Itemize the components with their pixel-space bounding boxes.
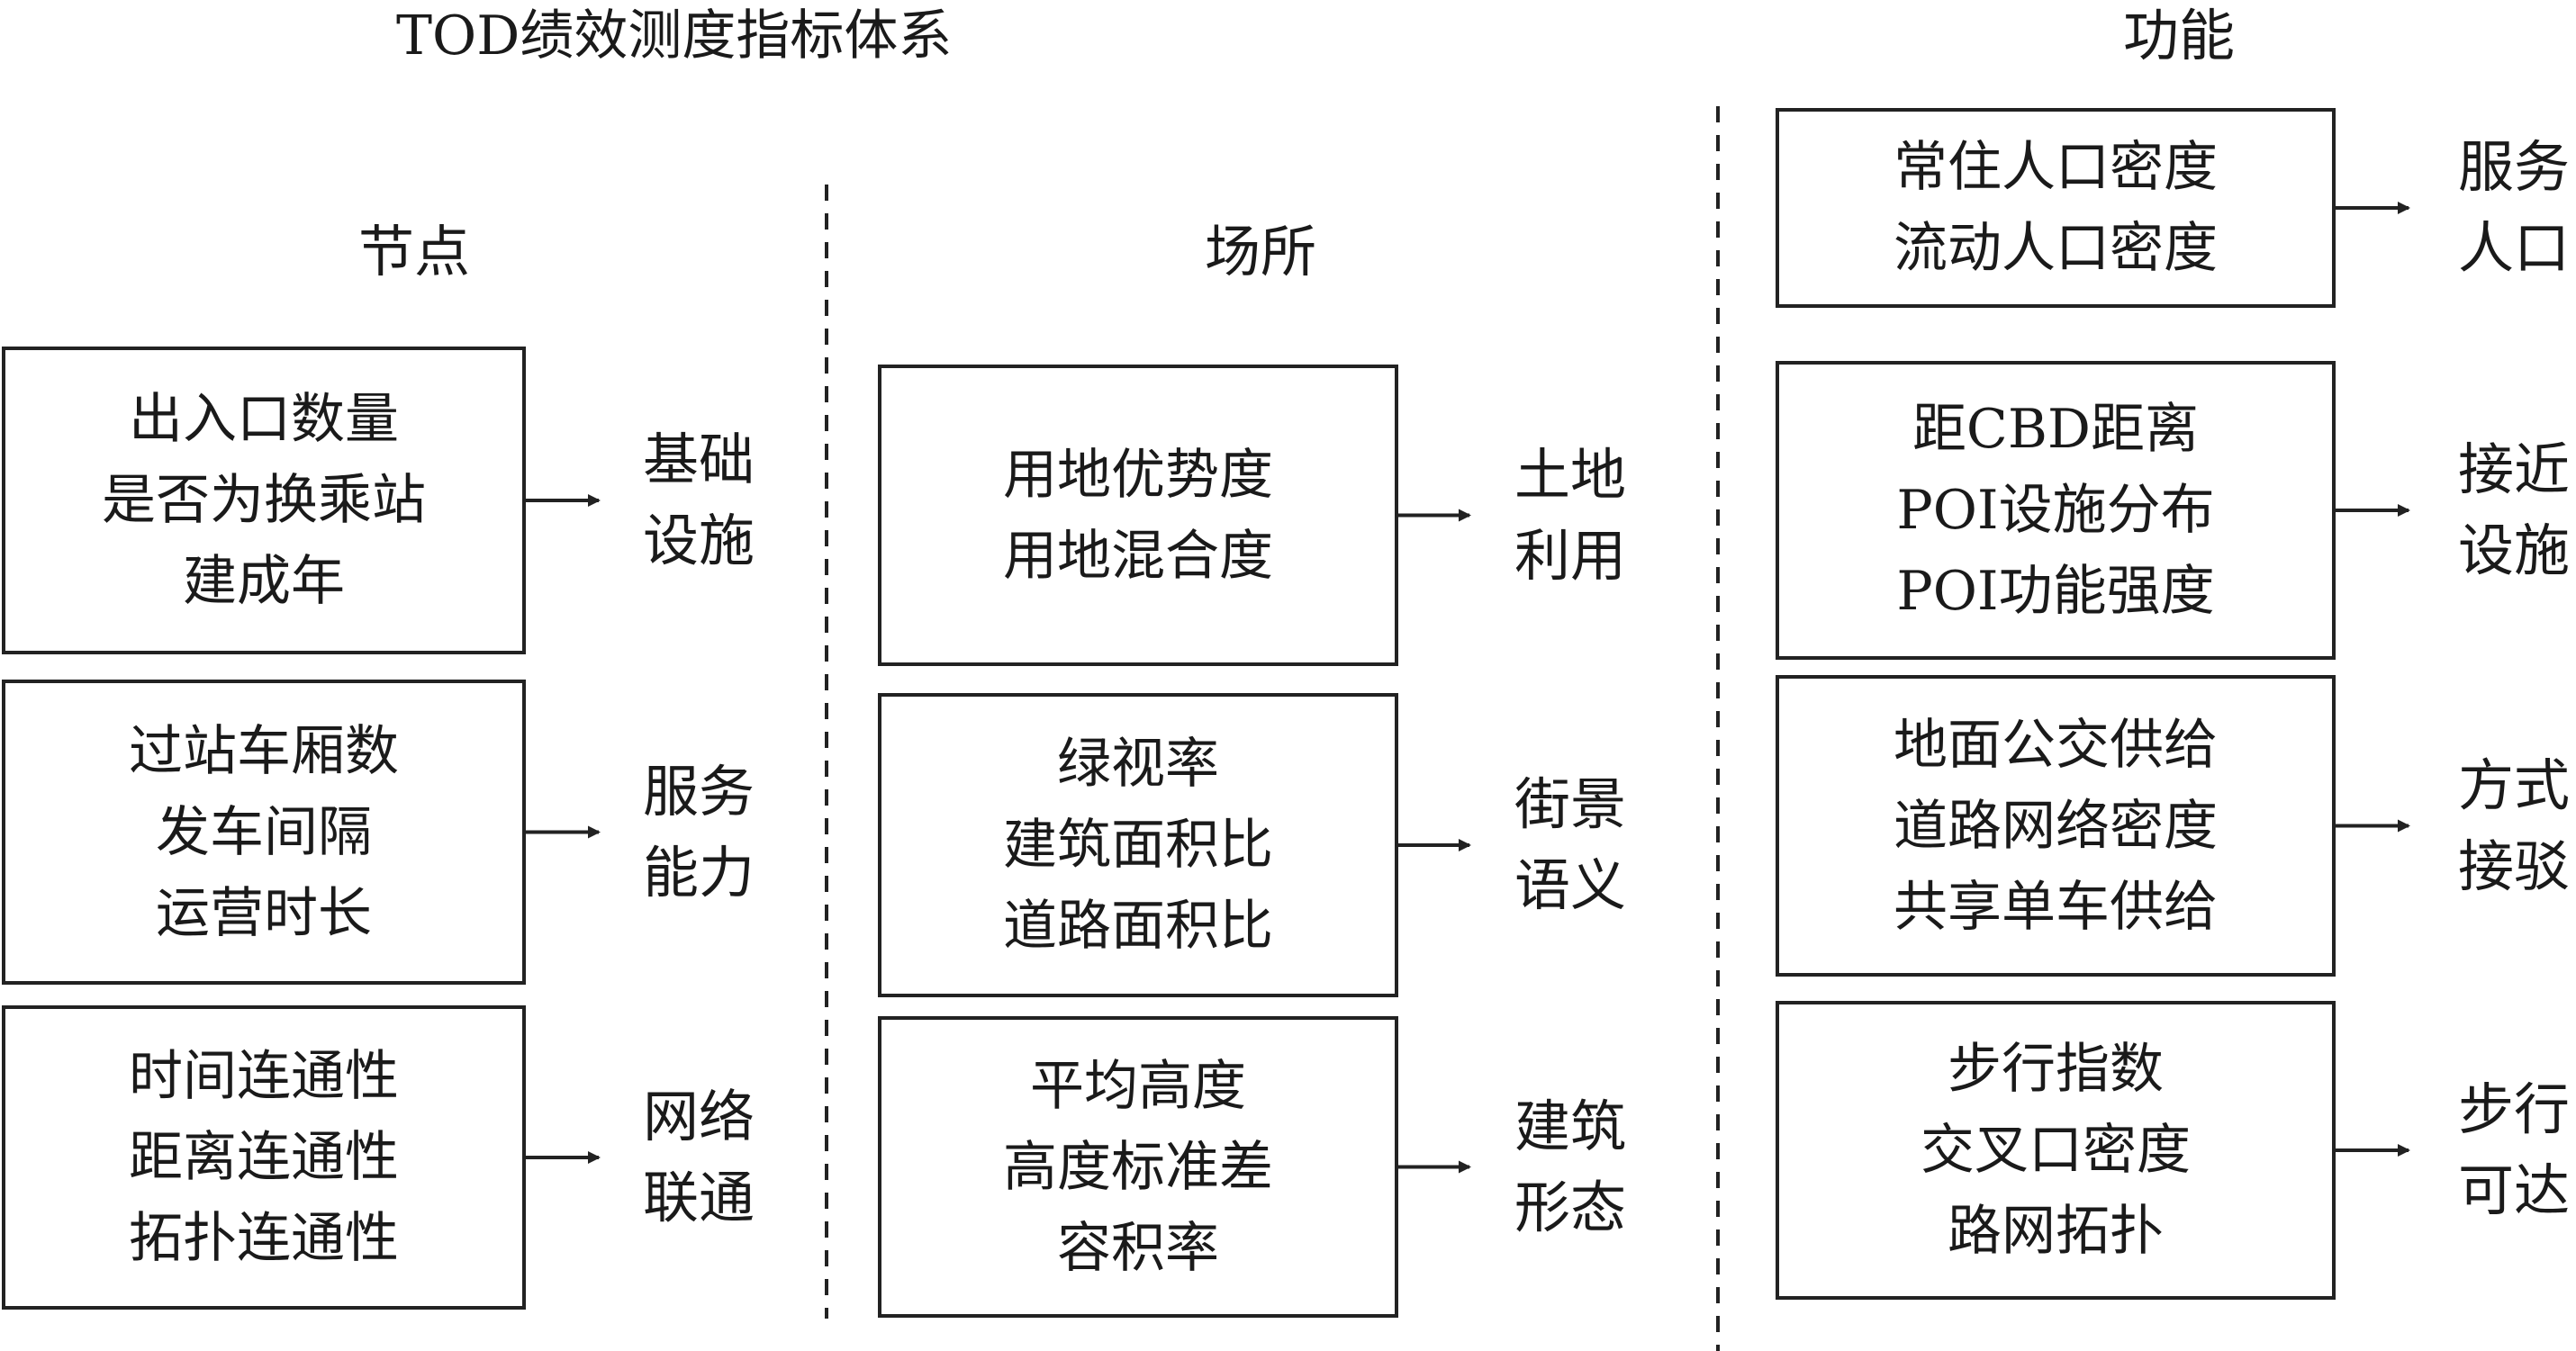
function-dimension-label: 方式接驳 [2458,675,2570,977]
indicator-text: 交叉口密度 [1921,1119,2191,1182]
indicator-text: 建筑面积比 [1003,814,1273,877]
dimension-label-line: 利用 [1514,522,1627,589]
indicator-text: 常住人口密度 [1894,136,2218,199]
indicator-text: 道路网络密度 [1894,794,2218,858]
function-indicator-box: 地面公交供给道路网络密度共享单车供给 [1776,675,2336,977]
dimension-label-line: 基础 [643,427,755,492]
function-indicator-box: 距CBD距离 POI设施分布 POI功能强度 [1776,361,2336,660]
indicator-text: POI设施分布 [1896,479,2215,542]
function-indicator-box: 步行指数交叉口密度路网拓扑 [1776,1001,2336,1300]
node-dimension-label: 基础设施 [643,347,755,654]
indicator-text: 流动人口密度 [1894,217,2218,280]
dimension-label-line: 服务 [2458,134,2571,200]
dimension-label-line: 服务 [643,758,755,824]
dimension-label-line: 网络 [643,1084,755,1149]
function-dimension-label: 服务人口 [2458,108,2570,308]
dimension-label-line: 接近 [2458,437,2571,502]
place-dimension-label: 建筑形态 [1514,1016,1626,1318]
indicator-text: 时间连通性 [129,1045,399,1108]
dimension-label-line: 人口 [2458,215,2571,281]
function-indicator-box: 常住人口密度流动人口密度 [1776,108,2336,308]
indicator-text: 用地混合度 [1003,524,1273,588]
dimension-label-line: 土地 [1514,441,1627,508]
dimension-label-line: 街景 [1514,771,1627,837]
indicator-text: 容积率 [1057,1216,1219,1280]
function-header: 功能 [2122,3,2235,68]
node-dimension-label: 网络联通 [643,1005,755,1310]
indicator-text: 出入口数量 [129,388,399,451]
function-dimension-label: 接近设施 [2458,361,2570,660]
indicator-text: 距离连通性 [129,1126,399,1189]
dimension-label-line: 语义 [1514,852,1627,918]
dimension-label-line: 形态 [1514,1174,1627,1240]
indicator-text: 平均高度 [1030,1054,1246,1118]
place-indicator-box: 绿视率建筑面积比道路面积比 [878,693,1398,997]
indicator-text: 道路面积比 [1003,895,1273,958]
indicator-text: 地面公交供给 [1894,713,2218,777]
indicator-text: 路网拓扑 [1948,1200,2164,1263]
dimension-label-line: 方式 [2458,752,2571,818]
place-indicator-box: 用地优势度用地混合度 [878,365,1398,666]
place-dimension-label: 土地利用 [1514,365,1626,666]
indicator-text: 发车间隔 [156,800,372,864]
indicator-text: POI功能强度 [1896,560,2215,623]
indicator-text: 用地优势度 [1003,443,1273,507]
function-dimension-label: 步行可达 [2458,1001,2570,1300]
place-indicator-box: 平均高度高度标准差容积率 [878,1016,1398,1318]
indicator-text: 过站车厢数 [129,719,399,783]
indicator-text: 是否为换乘站 [102,469,426,532]
indicator-text: 高度标准差 [1003,1135,1273,1199]
diagram-title: TOD绩效测度指标体系 [396,5,953,68]
place-dimension-label: 街景语义 [1514,693,1626,997]
indicator-text: 建成年 [183,550,345,613]
dimension-label-line: 设施 [2458,518,2571,583]
dimension-label-line: 可达 [2458,1157,2571,1223]
indicator-text: 绿视率 [1057,733,1219,796]
dimension-label-line: 步行 [2458,1076,2571,1142]
dimension-label-line: 建筑 [1514,1093,1627,1159]
dimension-label-line: 设施 [643,508,755,573]
place-header: 场所 [1204,219,1316,284]
node-indicator-box: 时间连通性距离连通性拓扑连通性 [2,1005,526,1310]
node-header: 节点 [357,219,470,284]
indicator-text: 共享单车供给 [1894,875,2218,939]
dimension-label-line: 联通 [643,1165,755,1230]
node-indicator-box: 过站车厢数发车间隔运营时长 [2,680,526,985]
node-indicator-box: 出入口数量是否为换乘站建成年 [2,347,526,654]
indicator-text: 运营时长 [156,881,372,945]
indicator-text: 步行指数 [1948,1038,2164,1101]
indicator-text: 拓扑连通性 [129,1207,399,1270]
dimension-label-line: 接驳 [2458,833,2571,899]
node-dimension-label: 服务能力 [643,680,755,985]
dimension-label-line: 能力 [643,839,755,905]
indicator-text: 距CBD距离 [1912,398,2200,461]
